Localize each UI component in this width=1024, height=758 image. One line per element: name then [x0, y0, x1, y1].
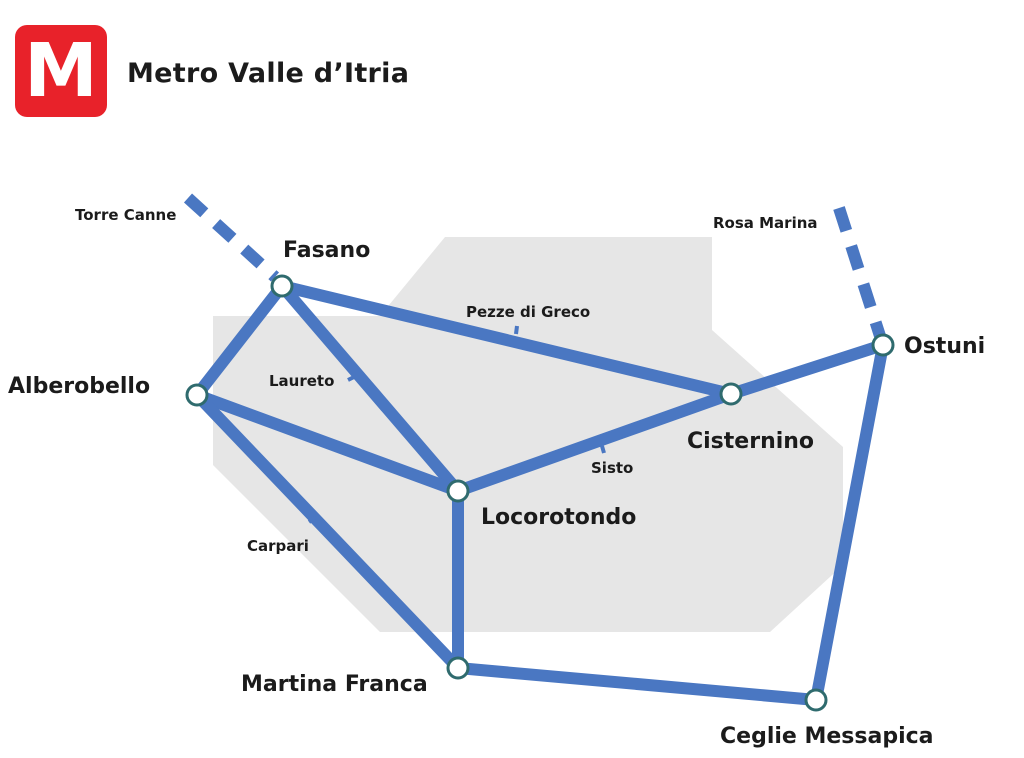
label-ceglie-messapica: Ceglie Messapica [720, 724, 934, 749]
extension-rosa-marina [833, 206, 886, 338]
station-fasano[interactable] [270, 274, 294, 298]
label-cisternino: Cisternino [687, 429, 814, 454]
line-fasano-cisternino [276, 280, 737, 400]
metro-logo: M [15, 25, 107, 117]
tick-sisto [600, 445, 606, 454]
label-torre-canne: Torre Canne [75, 206, 176, 224]
tick-pezze-di-greco [514, 325, 519, 335]
label-carpari: Carpari [247, 537, 309, 555]
station-ostuni[interactable] [871, 333, 895, 357]
label-locorotondo: Locorotondo [481, 505, 636, 530]
page-title: Metro Valle d’Itria [127, 58, 410, 89]
station-locorotondo[interactable] [446, 479, 470, 503]
line-ostuni-ceglie [810, 339, 889, 706]
line-alberobello-martina [191, 389, 464, 674]
region-area [213, 237, 843, 632]
label-rosa-marina: Rosa Marina [713, 214, 818, 232]
line-fasano-locorotondo [276, 280, 464, 497]
logo-letter: M [24, 28, 98, 114]
station-martina-franca[interactable] [446, 656, 470, 680]
label-ostuni: Ostuni [904, 334, 985, 359]
line-martina-ceglie [452, 662, 822, 706]
line-fasano-alberobello [191, 280, 288, 401]
line-alberobello-locorotondo [191, 389, 464, 497]
tick-carpari [307, 515, 318, 524]
label-fasano: Fasano [283, 238, 370, 263]
extension-torre-canne [183, 193, 280, 282]
station-alberobello[interactable] [185, 383, 209, 407]
label-laureto: Laureto [269, 372, 334, 390]
line-cisternino-ostuni [725, 339, 889, 400]
line-locorotondo-cisternino [452, 388, 737, 497]
station-cisternino[interactable] [719, 382, 743, 406]
station-ceglie-messapica[interactable] [804, 688, 828, 712]
label-alberobello: Alberobello [8, 374, 150, 399]
label-martina-franca: Martina Franca [241, 672, 428, 697]
label-sisto: Sisto [591, 459, 633, 477]
tick-laureto [347, 375, 355, 382]
label-pezze-di-greco: Pezze di Greco [466, 303, 590, 321]
